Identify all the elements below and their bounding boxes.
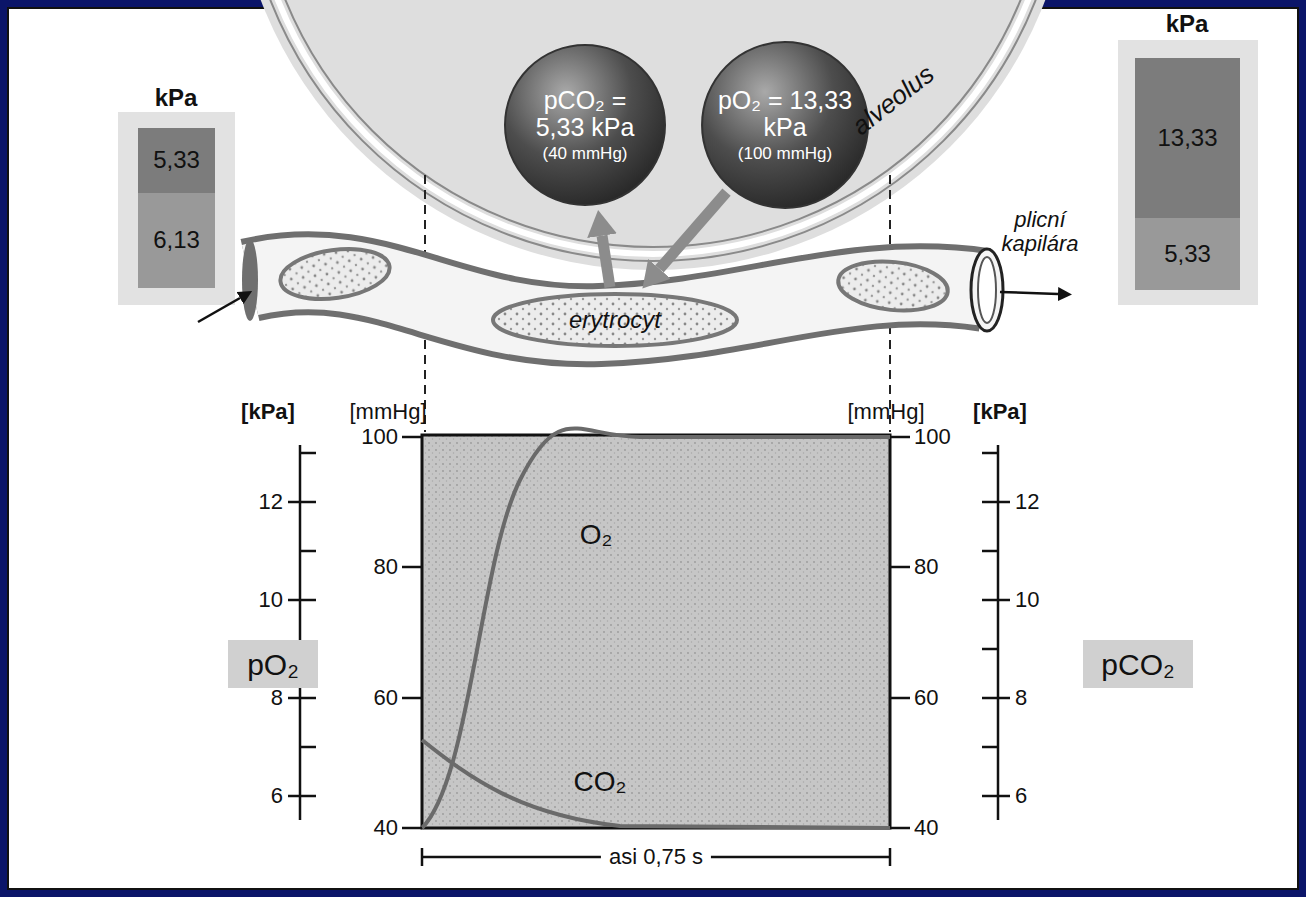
axis-unit: [mmHg]	[848, 400, 925, 424]
value-bar: 13,33	[1135, 58, 1240, 218]
node-text: pO₂	[247, 648, 299, 681]
tick-label: 8	[271, 686, 283, 710]
node-text: 5,33	[153, 147, 200, 173]
value-bar: 5,33	[138, 128, 215, 193]
node-text: 5,33	[1164, 241, 1211, 267]
axis-title-box: pCO₂	[1083, 640, 1193, 688]
tick-label: 100	[361, 425, 398, 449]
value-bar: 5,33	[1135, 218, 1240, 290]
flow-arrow	[198, 298, 240, 322]
gas-sphere: pCO₂ = 5,33 kPa (40 mmHg)	[503, 43, 667, 207]
curve-label: CO₂	[574, 767, 627, 798]
node-text: pCO₂ = 5,33 kPa	[519, 87, 651, 142]
axis-unit: [kPa]	[241, 400, 295, 424]
erythrocyte: erytrocyt	[490, 291, 740, 349]
diffusion-arrow	[602, 236, 610, 287]
node-text: (100 mmHg)	[738, 145, 832, 164]
tick-label: 6	[271, 784, 283, 808]
tick-label: 10	[259, 588, 283, 612]
node-text: 13,33	[1157, 125, 1217, 151]
tick-label: 12	[1015, 490, 1039, 514]
axis-title-box: pO₂	[228, 640, 318, 688]
unit-label: kPa	[1166, 11, 1209, 37]
flow-arrow	[1000, 292, 1058, 294]
tick-label: 10	[1015, 588, 1039, 612]
time-label: asi 0,75 s	[601, 845, 711, 869]
tick-label: 8	[1015, 686, 1027, 710]
gas-sphere: pO₂ = 13,33 kPa (100 mmHg)	[700, 40, 870, 210]
tick-label: 80	[374, 555, 398, 579]
node-text: erytrocyt	[569, 307, 661, 333]
tick-label: 60	[914, 686, 938, 710]
node-text: pO₂ = 13,33 kPa	[715, 87, 855, 142]
node-text: 6,13	[153, 227, 200, 253]
bar-ground	[1118, 40, 1258, 305]
tick-label: 40	[374, 816, 398, 840]
curve-label: O₂	[580, 520, 613, 551]
diffusion-arrow	[659, 192, 726, 269]
axis-unit: [mmHg]	[350, 400, 427, 424]
unit-label: kPa	[155, 85, 198, 111]
node-text: pCO₂	[1101, 648, 1174, 681]
tick-label: 40	[914, 816, 938, 840]
tick-label: 80	[914, 555, 938, 579]
panel	[8, 8, 1298, 889]
bar-ground	[118, 112, 235, 305]
tick-label: 60	[374, 686, 398, 710]
tick-label: 100	[914, 425, 951, 449]
axis-unit: [kPa]	[973, 400, 1027, 424]
chart	[288, 428, 1010, 866]
part-name: plicní kapilára	[992, 208, 1088, 256]
node-text: (40 mmHg)	[542, 145, 627, 164]
alveolus-shape	[233, 0, 1073, 270]
value-bar: 6,13	[138, 193, 215, 288]
tick-label: 12	[259, 490, 283, 514]
tick-label: 6	[1015, 784, 1027, 808]
